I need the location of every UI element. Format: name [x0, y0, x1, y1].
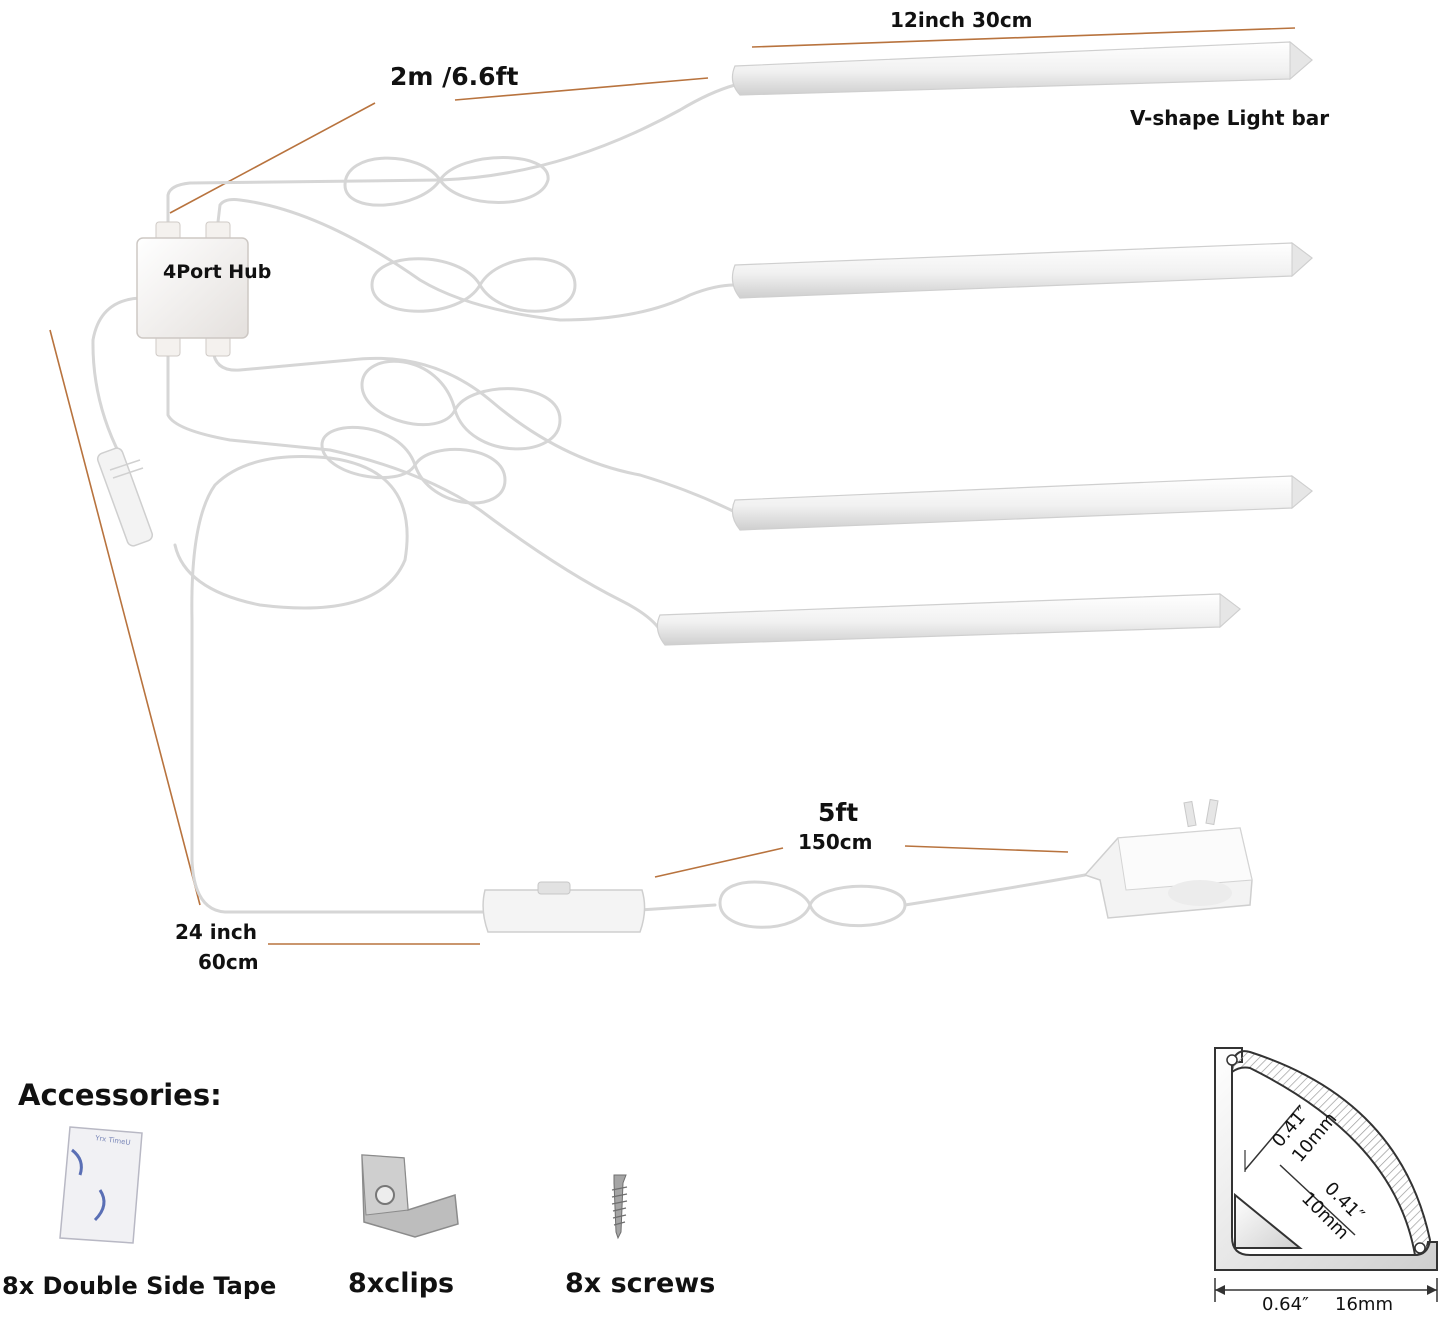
tape-icon: Yrx TimeU	[59, 1126, 143, 1244]
bar-length-label: 12inch 30cm	[890, 8, 1033, 32]
clips-label: 8xclips	[348, 1268, 455, 1299]
accessories-title: Accessories:	[18, 1078, 222, 1112]
dimension-lines	[49, 27, 1296, 945]
power-line-right	[904, 845, 1069, 853]
power-length-ft-label: 5ft	[818, 798, 859, 827]
profile-width-mm: 16mm	[1335, 1294, 1393, 1315]
bar-length-line	[751, 27, 1296, 48]
profile-cross-section	[1214, 1047, 1438, 1302]
screw-icon	[611, 1174, 628, 1240]
hub-label: 4Port Hub	[163, 261, 272, 283]
inline-switch	[482, 881, 646, 933]
screws-label: 8x screws	[565, 1268, 716, 1299]
clip-icon	[361, 1154, 459, 1238]
light-bar-3	[731, 475, 1313, 531]
switch-cable-cm-label: 60cm	[198, 950, 259, 974]
switch-cable-inch-label: 24 inch	[175, 920, 257, 944]
power-line-left	[654, 847, 784, 878]
power-adapter	[1083, 798, 1253, 919]
hub-drawing	[136, 221, 249, 357]
light-bars	[656, 40, 1313, 646]
hub-cable-line-diag	[169, 102, 376, 214]
light-bar-2	[731, 242, 1313, 299]
cables	[91, 83, 1087, 929]
power-length-cm-label: 150cm	[798, 830, 873, 854]
switch-cable-line	[49, 329, 201, 906]
hub-cable-line-top	[454, 77, 709, 101]
tape-label: 8x Double Side Tape	[2, 1272, 277, 1300]
hub-cable-length-label: 2m /6.6ft	[390, 62, 519, 91]
barrel-connector	[96, 447, 154, 547]
profile-width: 0.64″	[1262, 1294, 1309, 1315]
accessory-icons: Yrx TimeU	[59, 1126, 628, 1244]
light-bar-1	[731, 40, 1313, 96]
bar-type-label: V-shape Light bar	[1130, 106, 1330, 130]
light-bar-4	[656, 593, 1241, 646]
